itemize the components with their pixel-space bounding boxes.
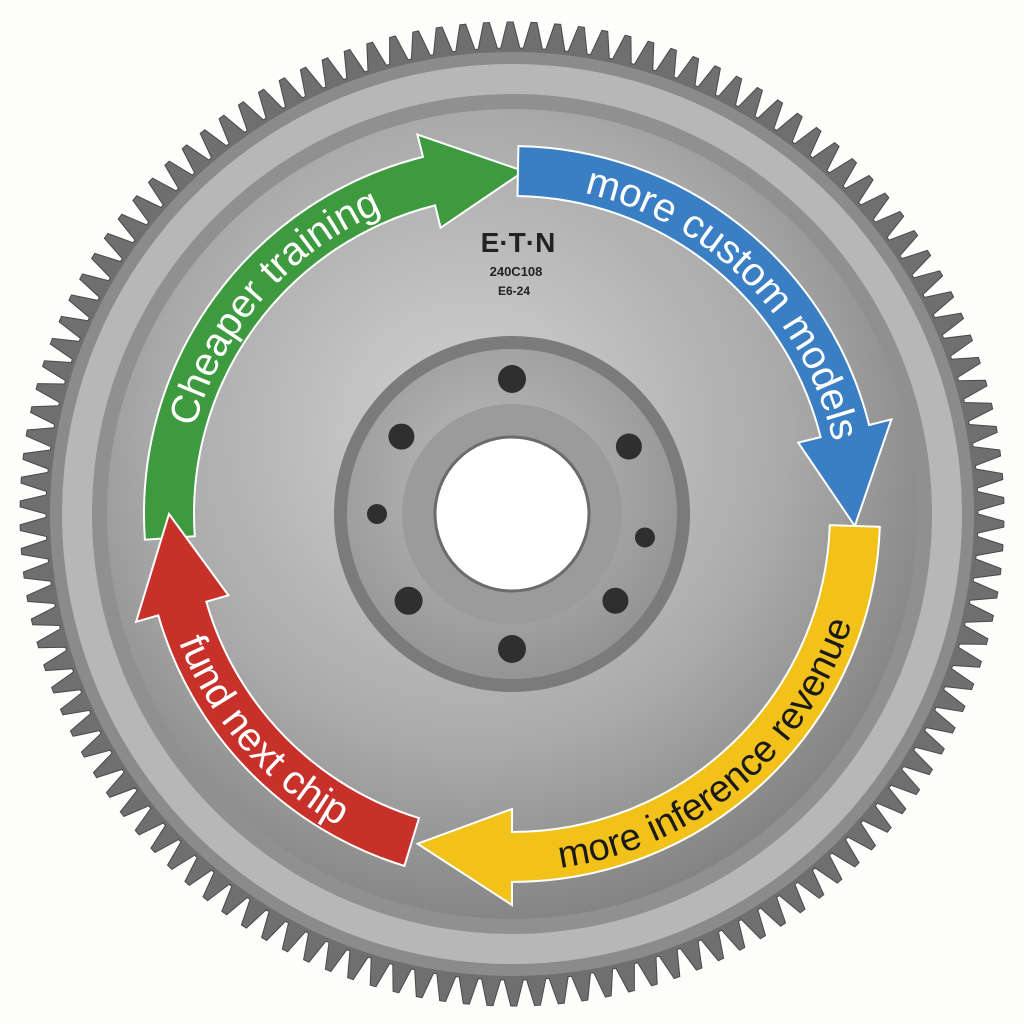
- arrow-more-custom-models: [516, 145, 893, 529]
- arrow-fund-next-chip: [134, 511, 421, 868]
- bolt-hole: [634, 527, 655, 548]
- bolt-hole: [615, 433, 642, 460]
- bolt-hole: [388, 423, 415, 450]
- part-number: 240C108: [490, 264, 543, 279]
- arrow-more-inference-revenue: [415, 524, 881, 907]
- bolt-hole: [367, 504, 387, 524]
- part-code: E6-24: [498, 284, 530, 298]
- center-hole: [433, 435, 591, 593]
- bolt-hole: [394, 586, 423, 615]
- bolt-holes: [367, 365, 655, 663]
- bolt-hole: [498, 635, 526, 663]
- arrow-cheaper-training: [143, 133, 527, 541]
- brand-mark: E·T·N: [481, 227, 556, 258]
- bolt-hole: [498, 365, 526, 393]
- bolt-hole: [602, 587, 629, 614]
